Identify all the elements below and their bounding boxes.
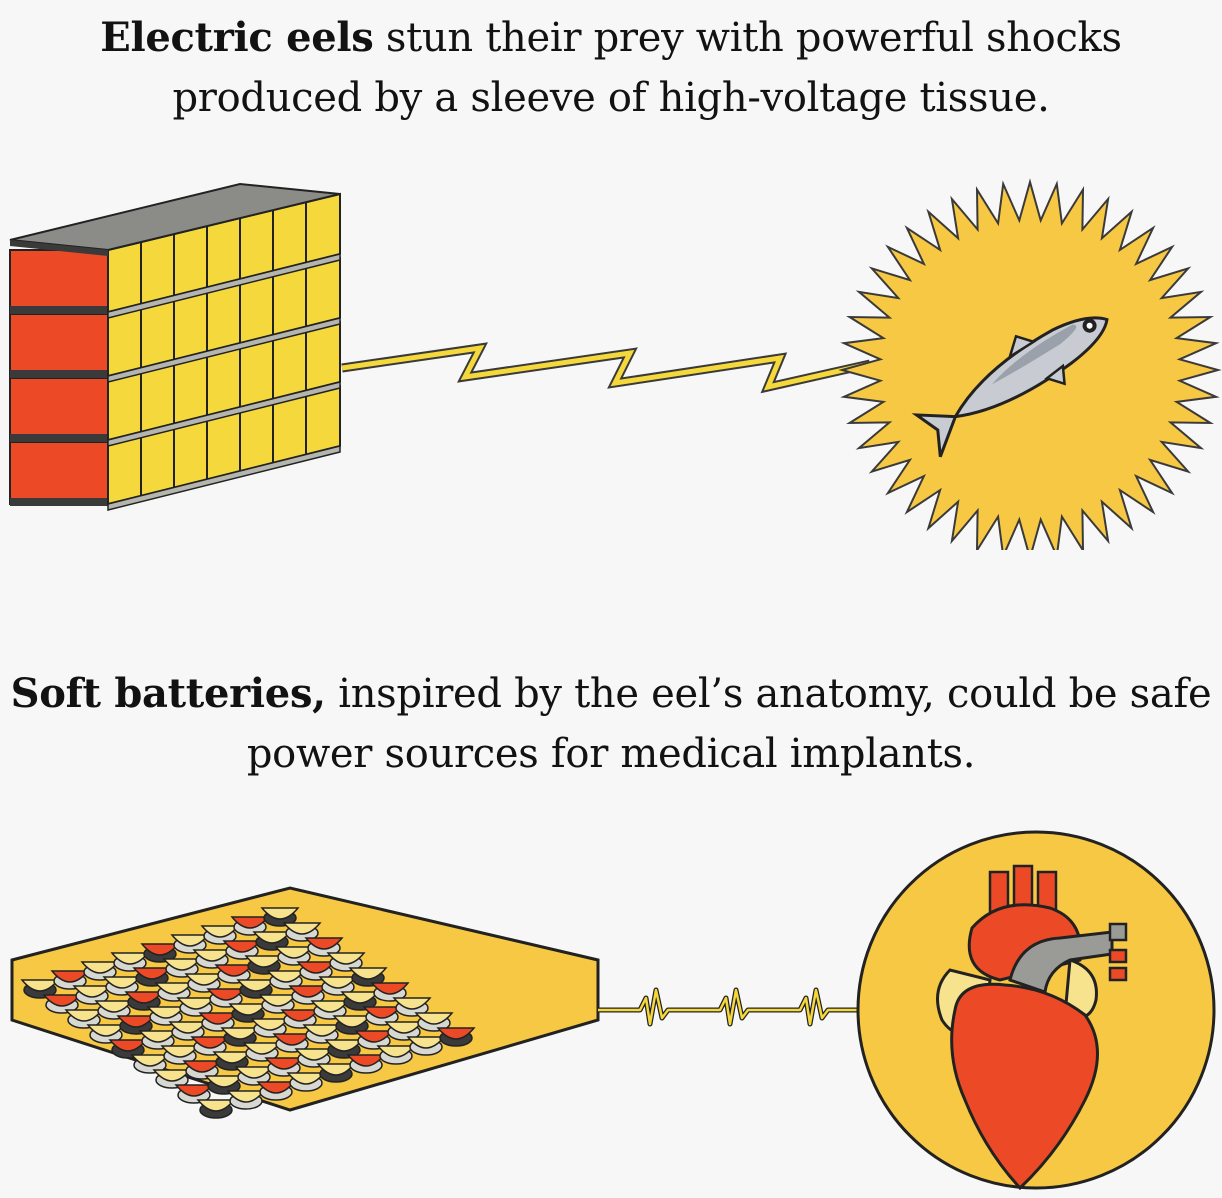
- battery-cell: [152, 1069, 192, 1089]
- eel-illustration: [9, 178, 1222, 550]
- soft-battery-array-icon: [10, 886, 600, 1119]
- battery-cell: [332, 1015, 372, 1035]
- battery-cell: [288, 985, 328, 1005]
- electrocyte-layer: [9, 192, 341, 319]
- battery-cell: [176, 997, 216, 1017]
- heart-icon: [856, 830, 1216, 1190]
- battery-cell: [304, 937, 344, 957]
- battery-cell: [280, 1009, 320, 1029]
- battery-cell: [302, 1024, 342, 1044]
- battery-cell: [260, 907, 300, 927]
- battery-cell: [86, 1024, 126, 1044]
- battery-cell: [220, 1027, 260, 1047]
- battery-cell: [272, 1033, 312, 1053]
- battery-illustration: [10, 830, 1216, 1190]
- battery-caption-bold: Soft batteries,: [10, 670, 326, 717]
- electrocyte-layer: [9, 384, 341, 511]
- battery-cell: [316, 1063, 356, 1083]
- electrocyte-layer: [9, 320, 341, 447]
- battery-cell: [384, 1021, 424, 1041]
- battery-cell: [50, 970, 90, 990]
- battery-cell: [406, 1036, 446, 1056]
- eel-caption-text: stun their prey with powerful shocks pro…: [172, 15, 1123, 121]
- battery-caption-text: inspired by the eel’s anatomy, could be …: [246, 671, 1212, 777]
- battery-cell: [258, 994, 298, 1014]
- battery-cell: [392, 997, 432, 1017]
- battery-cell: [348, 967, 388, 987]
- electrocyte-layer: [9, 256, 341, 383]
- electrocyte-stack-icon: [9, 182, 341, 511]
- battery-cell: [296, 961, 336, 981]
- battery-cell: [64, 1009, 104, 1029]
- eel-caption-bold: Electric eels: [100, 14, 374, 61]
- battery-cell: [184, 973, 224, 993]
- battery-cell: [234, 1066, 274, 1086]
- battery-cell: [140, 943, 180, 963]
- battery-cell: [204, 1075, 244, 1095]
- battery-cell: [252, 931, 292, 951]
- battery-cell: [108, 1039, 148, 1059]
- battery-cell: [324, 1039, 364, 1059]
- battery-cell: [370, 982, 410, 1002]
- battery-cell: [236, 979, 276, 999]
- battery-cell: [266, 970, 306, 990]
- battery-cell: [282, 922, 322, 942]
- battery-cell: [274, 946, 314, 966]
- battery-cell: [190, 1036, 230, 1056]
- battery-cell: [168, 1021, 208, 1041]
- battery-cell: [340, 991, 380, 1011]
- battery-cell: [182, 1060, 222, 1080]
- battery-cell: [174, 1084, 214, 1104]
- battery-cell: [326, 952, 366, 972]
- shocked-fish-icon: [911, 316, 1109, 458]
- battery-cell: [436, 1027, 476, 1047]
- battery-cell: [154, 982, 194, 1002]
- battery-cell: [228, 1003, 268, 1023]
- battery-caption: Soft batteries, inspired by the eel’s an…: [0, 664, 1222, 784]
- heartbeat-wave-icon: [598, 987, 860, 1027]
- battery-cell: [242, 1042, 282, 1062]
- battery-cell: [222, 940, 262, 960]
- battery-cell: [256, 1081, 296, 1101]
- battery-cell: [264, 1057, 304, 1077]
- stack-top: [9, 182, 341, 252]
- battery-cell: [414, 1012, 454, 1032]
- battery-cell: [294, 1048, 334, 1068]
- battery-cell: [200, 925, 240, 945]
- battery-cell: [226, 1090, 266, 1110]
- battery-cell: [130, 1054, 170, 1074]
- battery-cell: [102, 976, 142, 996]
- battery-cell: [170, 934, 210, 954]
- battery-cell: [192, 949, 232, 969]
- eel-caption: Electric eels stun their prey with power…: [0, 8, 1222, 128]
- battery-cell: [42, 994, 82, 1014]
- battery-cell: [362, 1006, 402, 1026]
- battery-cell: [212, 1051, 252, 1071]
- battery-cell: [196, 1099, 236, 1119]
- battery-cell: [138, 1030, 178, 1050]
- battery-cell: [286, 1072, 326, 1092]
- battery-cell: [376, 1045, 416, 1065]
- battery-cell: [346, 1054, 386, 1074]
